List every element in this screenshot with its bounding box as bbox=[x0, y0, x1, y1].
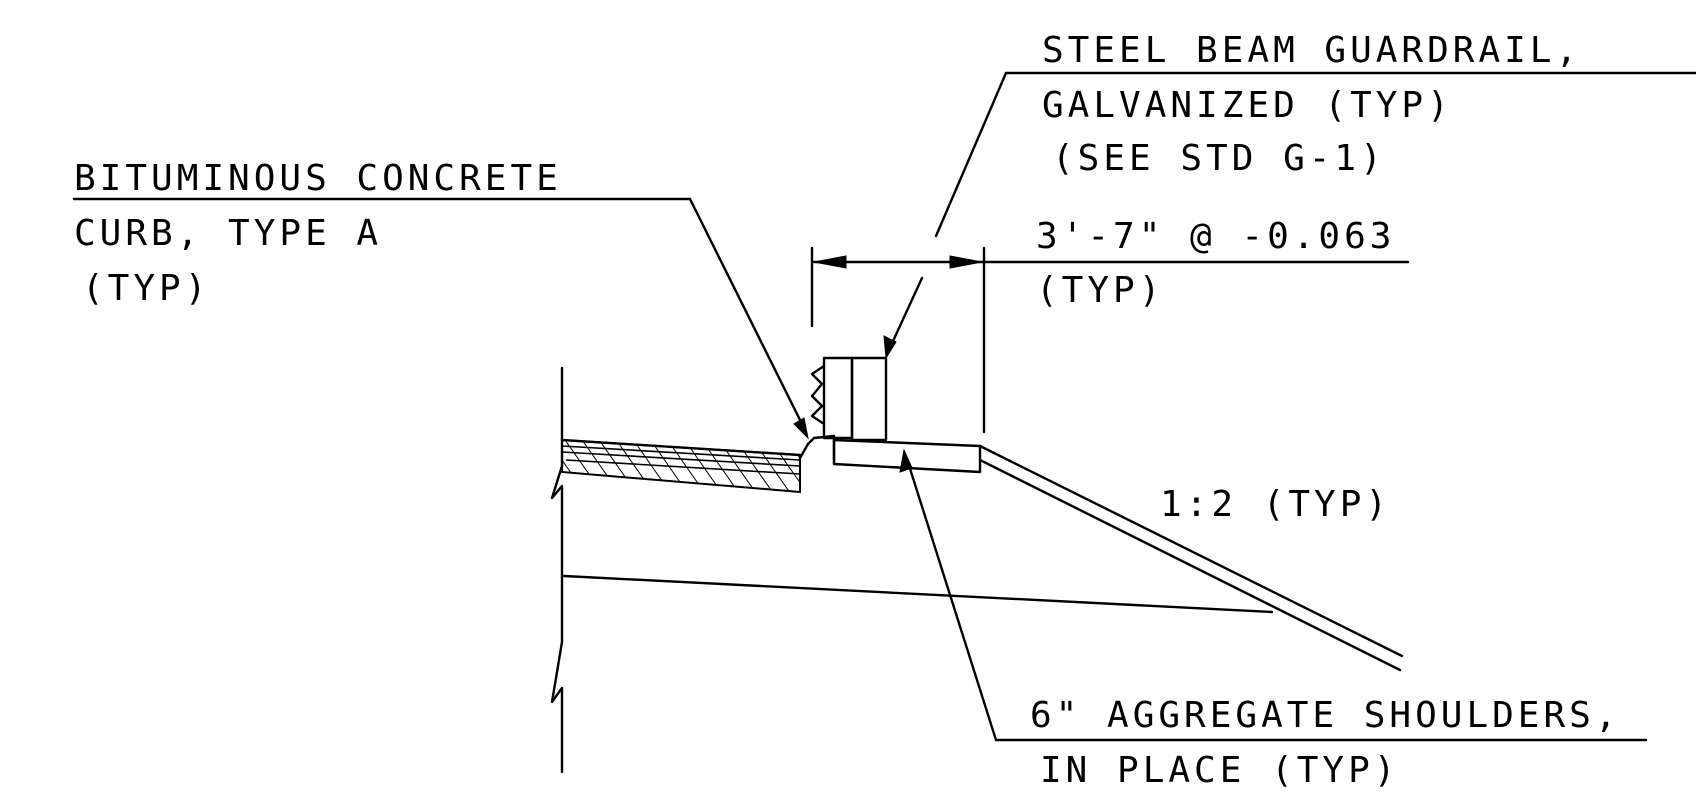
shoulder-note-line2: IN PLACE (TYP) bbox=[1040, 750, 1399, 791]
curb-leader bbox=[72, 197, 809, 440]
guardrail-note-line1: STEEL BEAM GUARDRAIL, bbox=[1042, 30, 1581, 71]
guardrail-note-line3: (SEE STD G-1) bbox=[1052, 138, 1386, 179]
left-break-line bbox=[550, 366, 564, 774]
bituminous-curb bbox=[798, 434, 836, 462]
curb-note-line1: BITUMINOUS CONCRETE bbox=[74, 158, 562, 199]
curb-note: BITUMINOUS CONCRETE CURB, TYPE A (TYP) bbox=[74, 158, 562, 309]
shoulder-leader bbox=[899, 448, 1648, 742]
dimension-note: 3'-7" @ -0.063 (TYP) bbox=[1036, 216, 1395, 311]
curb-note-line3: (TYP) bbox=[82, 268, 210, 309]
guardrail-note-line2: GALVANIZED (TYP) bbox=[1042, 85, 1453, 126]
guardrail-note: STEEL BEAM GUARDRAIL, GALVANIZED (TYP) (… bbox=[1042, 30, 1581, 179]
shoulder-note-line1: 6" AGGREGATE SHOULDERS, bbox=[1030, 695, 1621, 736]
dimension-note-line1: 3'-7" @ -0.063 bbox=[1036, 216, 1395, 257]
slope-note: 1:2 (TYP) bbox=[1160, 484, 1391, 525]
curb-note-line2: CURB, TYPE A bbox=[74, 213, 382, 254]
aggregate-shoulder bbox=[832, 438, 982, 474]
subgrade-line bbox=[562, 574, 1274, 614]
dimension-line bbox=[810, 246, 1410, 434]
shoulder-note: 6" AGGREGATE SHOULDERS, IN PLACE (TYP) bbox=[1030, 695, 1621, 791]
guardrail-leader bbox=[883, 71, 1696, 360]
dimension-note-line2: (TYP) bbox=[1036, 270, 1164, 311]
guardrail-post bbox=[810, 356, 888, 442]
fill-slope bbox=[978, 444, 1404, 672]
existing-pavement-layers bbox=[560, 438, 802, 494]
